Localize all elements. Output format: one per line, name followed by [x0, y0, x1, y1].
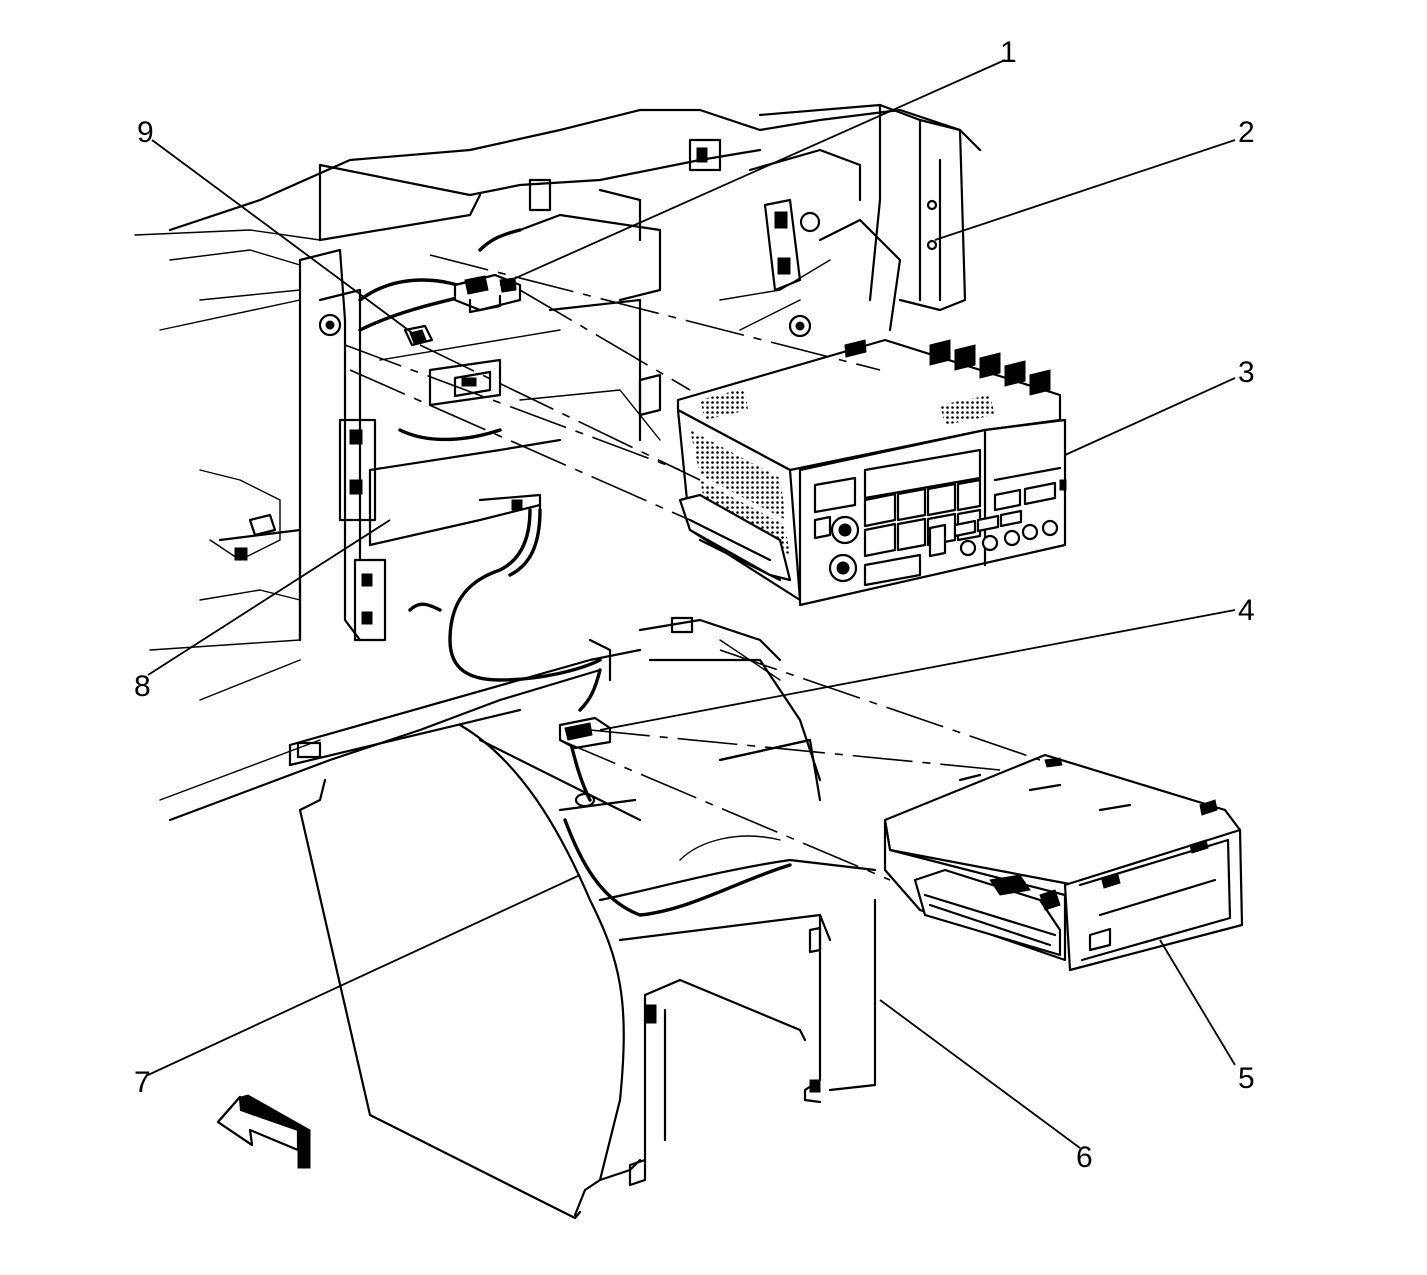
callout-7: 7 [134, 1066, 151, 1099]
floor-console [298, 723, 877, 1220]
cd-player-unit [883, 753, 1244, 972]
callout-labels: 1 2 3 4 5 6 7 8 9 [134, 36, 1255, 1174]
callout-5: 5 [1238, 1062, 1255, 1095]
callout-9: 9 [137, 116, 154, 149]
callout-4: 4 [1238, 594, 1255, 627]
radio-heat-sink [844, 339, 1051, 396]
callout-leaders [147, 59, 1236, 1149]
callout-1: 1 [1000, 36, 1017, 69]
callout-2: 2 [1238, 116, 1255, 149]
radio-mounting-clip [403, 324, 434, 347]
callout-8: 8 [134, 670, 151, 703]
callout-6: 6 [1076, 1141, 1093, 1174]
installation-guide-lines [344, 254, 1041, 881]
radio-bracket [453, 370, 492, 398]
callout-3: 3 [1238, 356, 1255, 389]
radio-unit [676, 338, 1067, 607]
front-direction-arrow-icon [216, 1094, 311, 1169]
